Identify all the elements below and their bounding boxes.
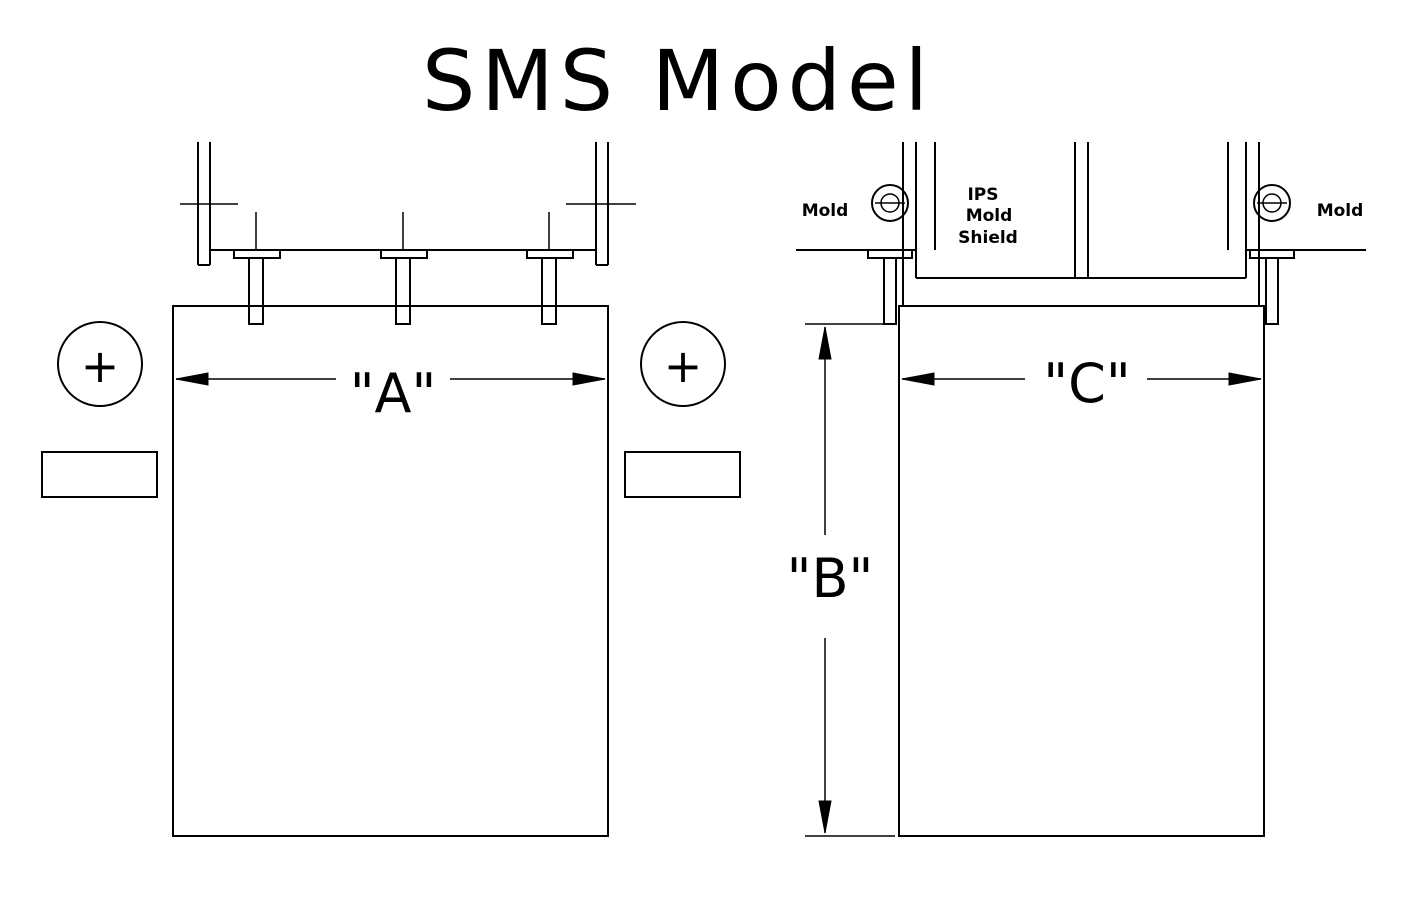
terminal-box-left <box>41 451 158 498</box>
ips-label-line2: Mold <box>966 206 1013 226</box>
drawing-title: SMS Model <box>422 32 934 130</box>
left-rail <box>180 142 238 266</box>
dimension-a-label: "A" <box>350 362 437 425</box>
plus-icon: + <box>81 339 120 393</box>
ips-label-line1: IPS <box>967 185 998 205</box>
ips-label-line3: Shield <box>958 228 1018 248</box>
eyelet-left <box>867 184 913 325</box>
mold-label-left: Mold <box>802 201 849 221</box>
left-panel <box>172 305 609 837</box>
dimension-b-label: "B" <box>787 547 874 610</box>
bolt <box>380 212 428 325</box>
left-view: "A" + + <box>41 142 741 837</box>
bolt <box>233 212 281 325</box>
terminal-left: + <box>41 321 158 498</box>
right-view: Mold Mold IPS Mold Shield "B" "C" <box>787 142 1366 837</box>
terminal-box-right <box>624 451 741 498</box>
dimension-b: "B" <box>787 326 874 834</box>
mold-label-right: Mold <box>1317 201 1364 221</box>
dimension-c-label: "C" <box>1043 352 1130 415</box>
right-rail <box>566 142 636 266</box>
bolt <box>526 212 574 325</box>
plus-icon: + <box>664 339 703 393</box>
dimension-a: "A" <box>175 362 606 425</box>
eyelet-right <box>1249 184 1295 325</box>
right-panel <box>898 305 1265 837</box>
terminal-right: + <box>624 321 741 498</box>
dimension-c: "C" <box>901 352 1262 415</box>
